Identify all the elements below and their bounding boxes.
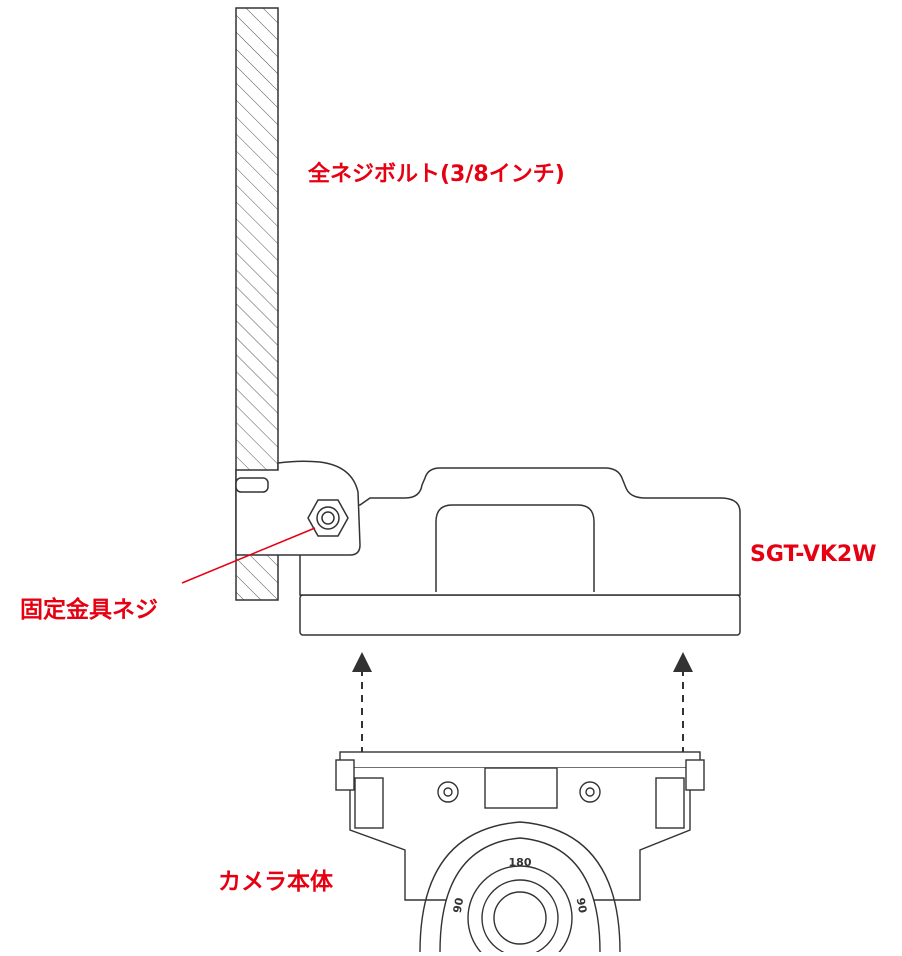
camera-body — [335, 751, 705, 956]
screw-leader-line — [181, 527, 316, 584]
model-label: SGT-VK2W — [750, 542, 877, 567]
dial-marks: 180 90 90 — [451, 856, 589, 914]
camera-label: カメラ本体 — [218, 869, 333, 895]
dial-mark-left: 90 — [451, 896, 467, 914]
dial-mark-right: 90 — [574, 897, 590, 915]
mount-bracket — [235, 460, 741, 636]
screw-label: 固定金具ネジ — [20, 597, 158, 623]
dial-mark-top: 180 — [509, 856, 532, 869]
fixing-screw — [307, 499, 349, 537]
bolt-label: 全ネジボルト(3/8インチ) — [308, 162, 565, 187]
